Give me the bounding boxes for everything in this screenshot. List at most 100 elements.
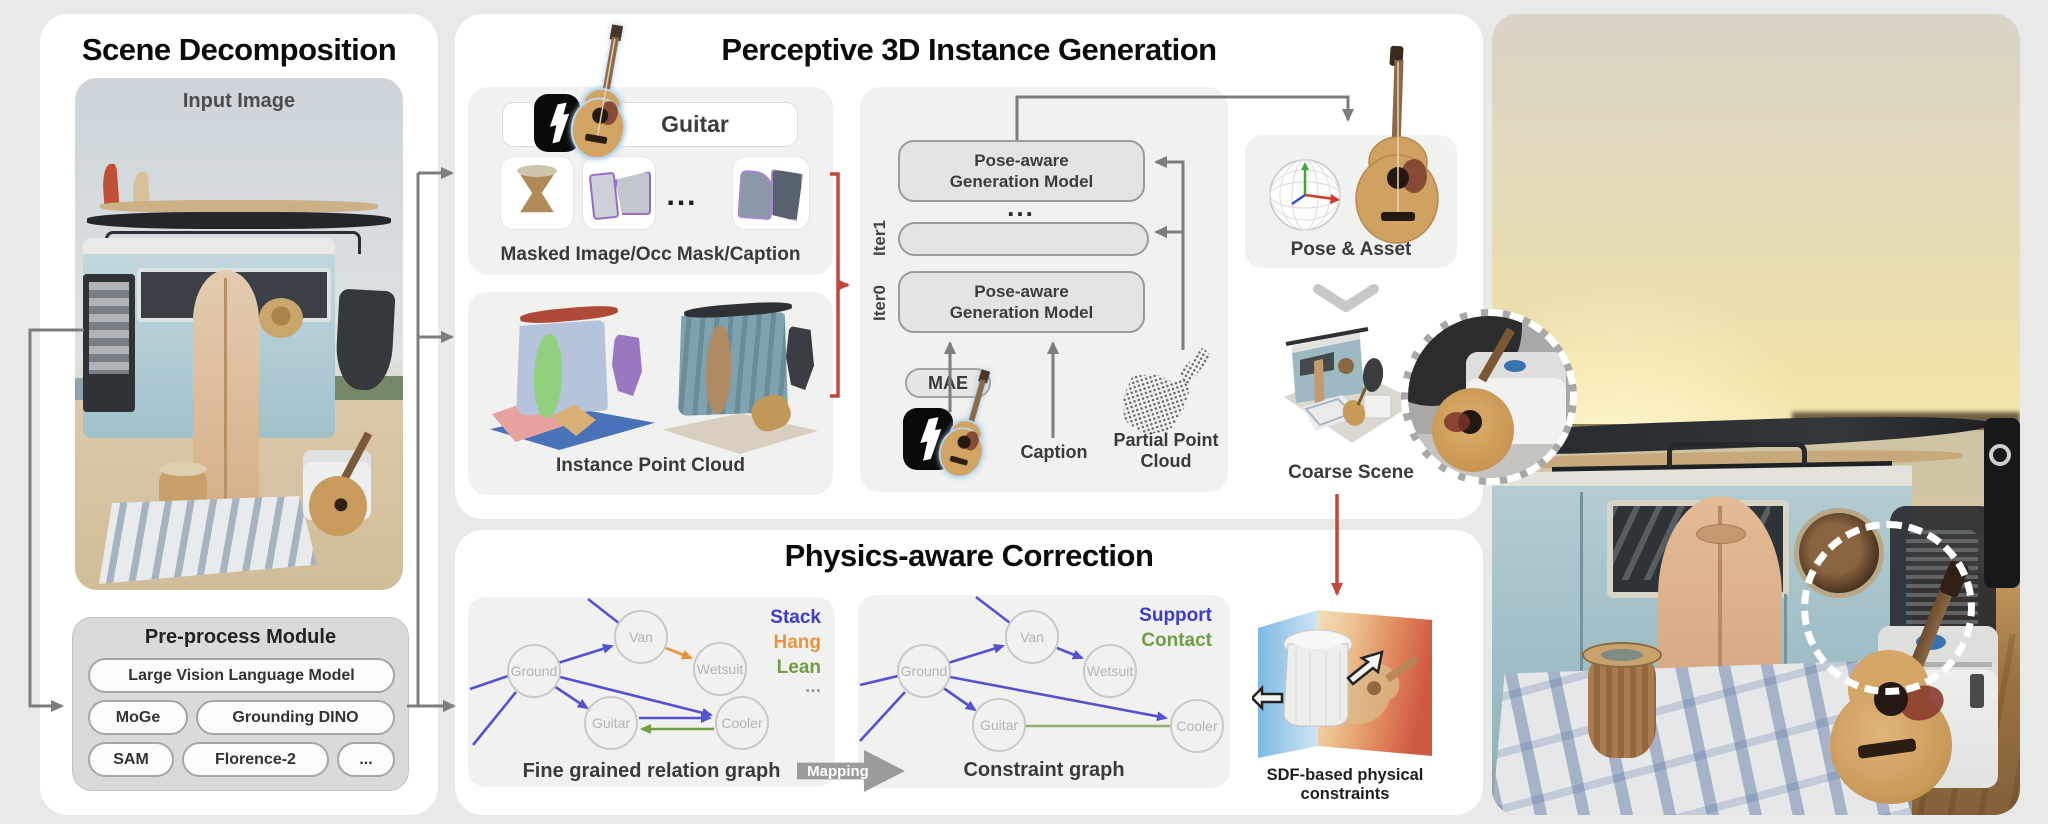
scene-decomposition-title: Scene Decomposition xyxy=(81,32,397,67)
edge2-ground-external-1 xyxy=(859,674,899,687)
legend-more: ... xyxy=(805,676,821,697)
iter0-label: Iter0 xyxy=(870,285,889,321)
edge-ground-van xyxy=(557,643,614,665)
module-grounding-dino[interactable]: Grounding DINO xyxy=(196,700,395,735)
masked-image-label: Masked Image/Occ Mask/Caption xyxy=(500,244,801,265)
thumbnail-masked-part[interactable] xyxy=(582,156,656,230)
mae-guitar-image xyxy=(938,369,991,478)
thumbnail-dots: ... xyxy=(666,179,698,212)
stool-top xyxy=(159,462,207,476)
preprocess-module: Pre-process Module Large Vision Language… xyxy=(72,617,409,791)
point-cloud-label: Instance Point Cloud xyxy=(556,455,745,476)
stool-final xyxy=(1588,654,1656,758)
pose-asset-label: Pose & Asset xyxy=(1290,239,1412,260)
legend-lean: Lean xyxy=(776,657,821,678)
occ-mask-shape-d xyxy=(771,169,803,221)
module-lvlm[interactable]: Large Vision Language Model xyxy=(88,658,395,693)
legend-stack: Stack xyxy=(770,607,821,628)
node-ground: Ground xyxy=(507,644,561,698)
zc-guitar-pickguard xyxy=(1444,412,1470,432)
edge-ground-external-2 xyxy=(471,691,518,746)
sdf-arrow-upright xyxy=(1346,650,1384,686)
cnode-wetsuit: Wetsuit xyxy=(1083,644,1137,698)
sdf-arrow-left xyxy=(1252,684,1284,712)
zoom-circle-coarse xyxy=(1401,309,1577,485)
cooler-latch-2 xyxy=(1970,674,1984,708)
edge2-van-wetsuit-support xyxy=(1056,646,1084,660)
pc2-wetsuit xyxy=(786,326,814,390)
thumbnail-stool[interactable] xyxy=(500,156,574,230)
highlight-circle-render xyxy=(1801,521,1975,695)
edge2-external-van xyxy=(975,595,1011,625)
board-logo-top xyxy=(1696,524,1746,544)
pc-wetsuit xyxy=(612,334,642,396)
point-cloud-subpanel: Instance Point Cloud xyxy=(468,292,833,495)
cnode-van: Van xyxy=(1005,610,1059,664)
instance-generation-title: Perceptive 3D Instance Generation xyxy=(721,32,1217,67)
stool-mask-top xyxy=(517,165,557,177)
physics-correction-title: Physics-aware Correction xyxy=(784,538,1154,573)
tan-surfboard xyxy=(100,200,378,213)
constraint-graph-label: Constraint graph xyxy=(963,759,1125,781)
occ-mask-shape-a xyxy=(588,171,620,221)
guitar-body xyxy=(309,476,367,536)
stool-top-final xyxy=(1582,642,1662,668)
sdf-image xyxy=(1252,610,1432,758)
cnode-ground: Ground xyxy=(897,644,951,698)
edge2-ground-guitar-support xyxy=(941,685,977,712)
iteration-dots: ... xyxy=(1007,192,1035,222)
textured-point-cloud xyxy=(660,300,820,456)
input-image: Input Image xyxy=(75,78,403,590)
partial-point-cloud-image xyxy=(1118,344,1222,438)
module-florence2[interactable]: Florence-2 xyxy=(182,742,329,777)
edge-external-van xyxy=(587,597,621,626)
iter1-label: Iter1 xyxy=(870,220,889,256)
preprocess-title: Pre-process Module xyxy=(144,626,337,648)
segmented-point-cloud xyxy=(490,303,655,453)
constraint-graph-edges xyxy=(859,595,1170,742)
edge2-ground-external-2 xyxy=(859,691,906,742)
final-render-image xyxy=(1492,14,2020,815)
relation-legend: Stack Hang Lean ... xyxy=(721,605,822,697)
masked-image-subpanel: Guitar ... Masked Image/Occ Mask/Caption xyxy=(468,87,833,275)
constraint-legend: Support Contact xyxy=(1102,603,1212,653)
hat xyxy=(259,298,303,338)
node-wetsuit: Wetsuit xyxy=(693,642,747,696)
zc-cooler-logo xyxy=(1504,360,1526,372)
relation-graph-edges xyxy=(469,597,714,746)
edge-van-wetsuit-hang xyxy=(665,646,693,660)
legend-hang: Hang xyxy=(773,632,822,653)
towel xyxy=(89,282,129,374)
stand-ring xyxy=(1989,444,2011,466)
node-guitar: Guitar xyxy=(584,696,638,750)
module-sam[interactable]: SAM xyxy=(88,742,174,777)
door-seam-1 xyxy=(1580,492,1583,792)
node-van: Van xyxy=(614,610,668,664)
board-stringer xyxy=(224,278,227,540)
occ-mask-shape-b xyxy=(615,171,651,215)
coarse-scene-label: Coarse Scene xyxy=(1288,462,1414,483)
scene-decomposition-panel: Scene Decomposition xyxy=(40,14,438,815)
module-more[interactable]: ... xyxy=(337,742,395,777)
edge2-ground-cooler-support xyxy=(949,675,1168,722)
van-roof xyxy=(83,238,335,254)
edge-ground-external-1 xyxy=(469,674,509,691)
edge2-ground-van-support xyxy=(947,643,1005,665)
caption-label: Caption xyxy=(1020,442,1088,462)
partial-point-cloud-label: Partial Point Cloud xyxy=(1113,430,1219,471)
legend-support: Support xyxy=(1139,605,1212,626)
node-cooler: Cooler xyxy=(715,696,769,750)
pose-guitar-asset xyxy=(1355,45,1439,244)
relation-graph-panel: Ground Van Wetsuit Guitar Cooler Stack H… xyxy=(468,597,835,787)
pose-aware-model-top: Pose-aware Generation Model xyxy=(898,140,1145,202)
board-stringer-final xyxy=(1718,506,1722,706)
module-moge[interactable]: MoGe xyxy=(88,700,188,735)
sdf-label: SDF-based physical constraints xyxy=(1266,766,1424,803)
constraint-graph-panel: Ground Van Wetsuit Guitar Cooler Support… xyxy=(858,595,1230,788)
edge-ground-guitar xyxy=(553,684,589,710)
thumbnail-masked-part-2[interactable] xyxy=(732,156,810,230)
relation-graph-label: Fine grained relation graph xyxy=(522,760,781,782)
cnode-guitar: Guitar xyxy=(972,698,1026,752)
legend-contact: Contact xyxy=(1141,630,1212,651)
